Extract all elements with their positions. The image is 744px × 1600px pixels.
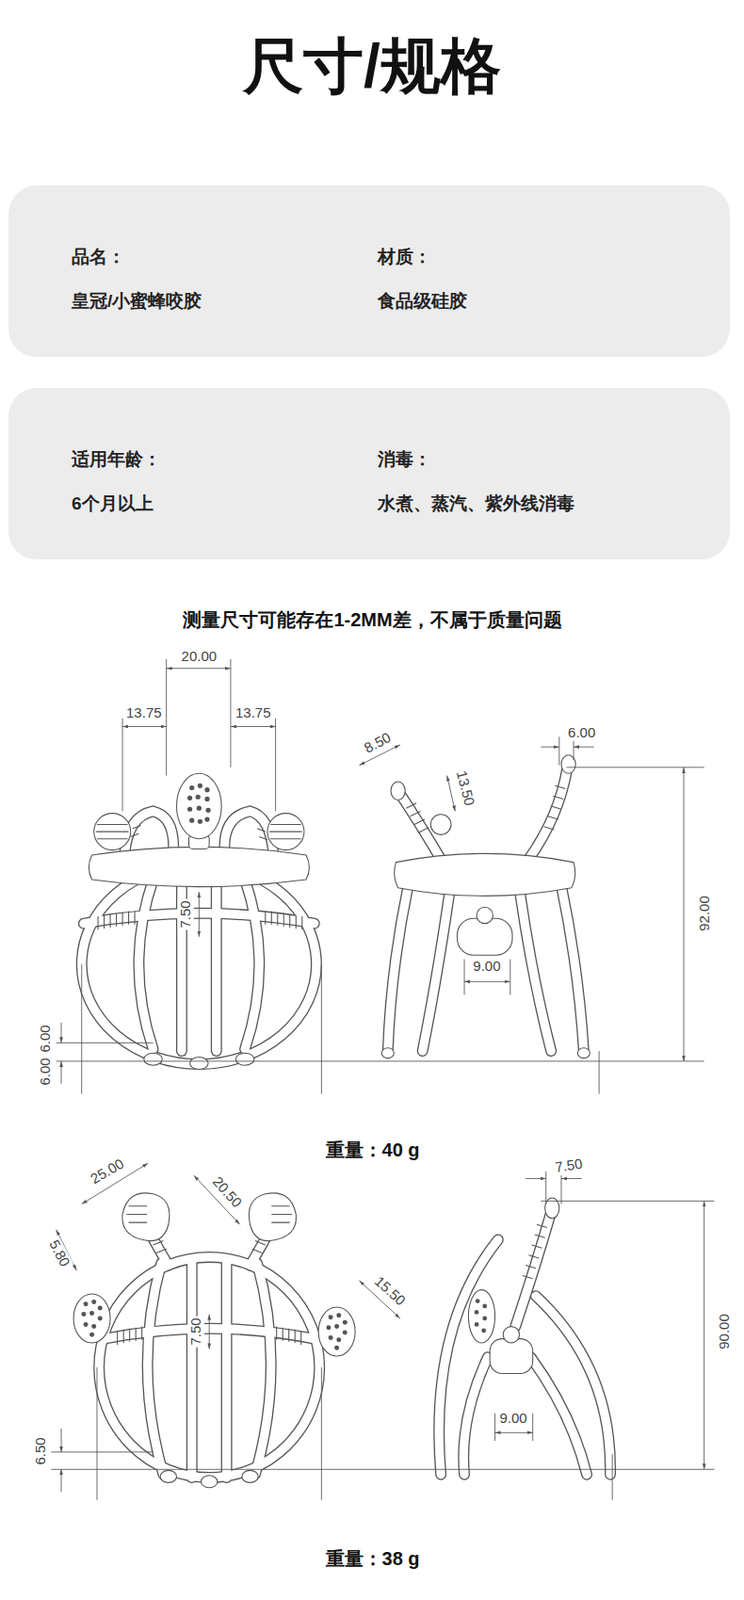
page-title: 尺寸/规格 bbox=[0, 25, 744, 108]
dimension-value: 6.50 bbox=[32, 1435, 49, 1467]
info-panel: 品名： 皇冠/小蜜蜂咬胶 材质： 食品级硅胶 bbox=[8, 185, 730, 357]
field-label: 消毒： bbox=[377, 447, 432, 472]
note-text: 测量尺寸可能存在1-2MM差，不属于质量问题 bbox=[180, 609, 564, 631]
dimension-lines bbox=[50, 659, 714, 1501]
dimension-value: 6.00 bbox=[566, 725, 598, 742]
dimension-value: 6.00 bbox=[36, 1023, 53, 1055]
field-value: 水煮、蒸汽、紫外线消毒 bbox=[377, 491, 575, 517]
dimension-value: 15.50 bbox=[370, 1272, 410, 1311]
dimension-value: 20.00 bbox=[179, 648, 220, 665]
field-label: 材质： bbox=[377, 244, 432, 270]
dimension-value: 5.80 bbox=[45, 1235, 74, 1271]
dimension-value: 7.50 bbox=[551, 1155, 585, 1176]
field-label: 品名： bbox=[71, 244, 126, 270]
teether-details bbox=[73, 755, 590, 1488]
dimension-value: 7.50 bbox=[177, 898, 195, 930]
field-value: 食品级硅胶 bbox=[377, 289, 468, 314]
teether-outline bbox=[81, 767, 611, 1478]
info-panel: 适用年龄： 6个月以上 消毒： 水煮、蒸汽、紫外线消毒 bbox=[8, 388, 730, 560]
dimension-value: 13.75 bbox=[233, 705, 274, 722]
dimension-value: 25.00 bbox=[86, 1155, 129, 1189]
dimension-value: 6.00 bbox=[36, 1055, 53, 1087]
field-value: 皇冠/小蜜蜂咬胶 bbox=[71, 289, 202, 314]
field-value: 6个月以上 bbox=[71, 491, 154, 517]
note-text: 重量：40 g bbox=[323, 1139, 422, 1161]
dimension-value: 13.75 bbox=[124, 705, 164, 722]
dimension-value: 13.50 bbox=[452, 766, 478, 809]
dimension-value: 20.50 bbox=[208, 1172, 246, 1213]
dimension-value: 8.50 bbox=[359, 728, 395, 758]
dimension-value: 9.00 bbox=[470, 958, 502, 975]
dimension-value: 9.00 bbox=[497, 1410, 529, 1427]
dimension-value: 7.50 bbox=[188, 1316, 205, 1348]
dimension-value: 92.00 bbox=[695, 893, 712, 934]
note-text: 重量：38 g bbox=[323, 1548, 422, 1569]
dimension-value: 90.00 bbox=[716, 1311, 733, 1352]
field-label: 适用年龄： bbox=[71, 447, 162, 472]
